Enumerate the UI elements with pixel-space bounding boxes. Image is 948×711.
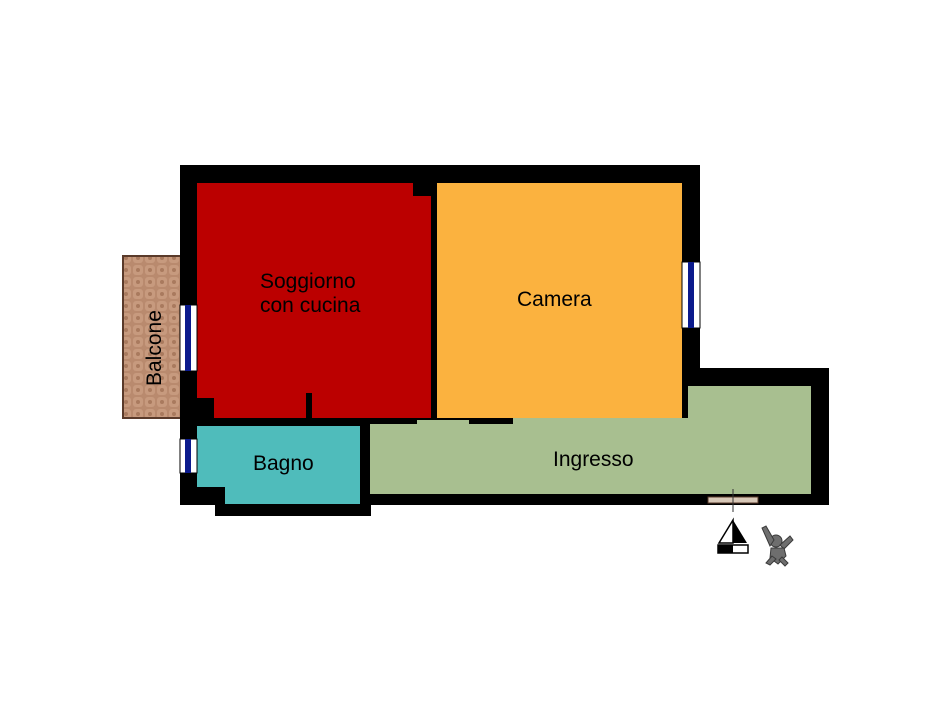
bagno-room — [197, 426, 360, 504]
soggiorno-label-line1: Soggiorno — [260, 270, 356, 293]
balcone-area — [122, 255, 182, 419]
ingresso-label: Ingresso — [553, 448, 634, 471]
window-soggiorno — [179, 304, 198, 372]
entrance-door — [707, 489, 759, 512]
window-camera — [681, 261, 701, 329]
camera-label: Camera — [517, 288, 592, 311]
soggiorno-room — [197, 183, 431, 418]
entrance-person-icon — [761, 525, 794, 567]
bagno-label: Bagno — [253, 452, 314, 475]
soggiorno-label-line2: con cucina — [260, 294, 361, 317]
ingresso-room — [370, 386, 811, 494]
window-bagno — [179, 438, 198, 474]
camera-room — [437, 183, 682, 418]
north-arrow-icon — [717, 517, 749, 554]
balcone-label: Balcone — [143, 310, 166, 386]
